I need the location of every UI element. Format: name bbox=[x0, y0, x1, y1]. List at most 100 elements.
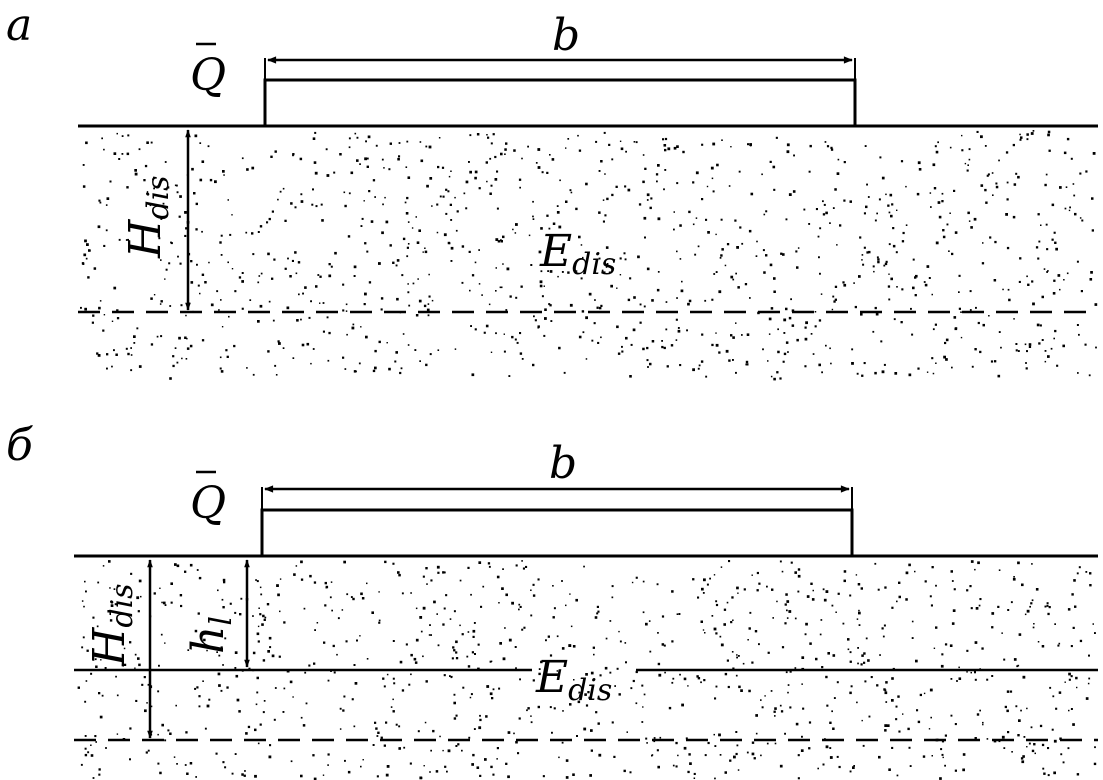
stipple-dot bbox=[452, 646, 455, 649]
stipple-dot bbox=[502, 568, 504, 570]
stipple-dot bbox=[491, 697, 494, 700]
stipple-dot bbox=[445, 594, 448, 597]
stipple-dot bbox=[891, 746, 894, 749]
stipple-dot bbox=[591, 339, 594, 342]
stipple-dot bbox=[980, 135, 983, 139]
stipple-dot bbox=[933, 187, 937, 190]
stipple-dot bbox=[1005, 151, 1009, 154]
stipple-dot bbox=[917, 367, 920, 370]
stipple-dot bbox=[796, 266, 799, 269]
stipple-dot bbox=[578, 335, 582, 339]
stipple-dot bbox=[283, 621, 286, 624]
stipple-dot bbox=[738, 170, 741, 173]
stipple-dot bbox=[482, 585, 485, 588]
stipple-dot bbox=[787, 351, 789, 353]
stipple-dot bbox=[1031, 599, 1034, 602]
stipple-dot bbox=[657, 164, 660, 167]
stipple-dot bbox=[785, 307, 788, 311]
stipple-dot bbox=[263, 700, 266, 702]
stipple-dot bbox=[195, 228, 198, 231]
stipple-dot bbox=[273, 718, 276, 721]
stipple-dot bbox=[407, 344, 410, 346]
stipple-dot bbox=[262, 614, 265, 618]
stipple-dot bbox=[573, 679, 575, 681]
stipple-dot bbox=[930, 206, 932, 208]
stipple-dot bbox=[344, 204, 347, 208]
stipple-dot bbox=[1047, 774, 1050, 777]
stipple-dot bbox=[639, 321, 642, 324]
stipple-dot bbox=[898, 595, 901, 599]
stipple-dot bbox=[96, 352, 99, 355]
stipple-dot bbox=[861, 254, 864, 256]
stipple-dot bbox=[478, 283, 481, 285]
stipple-dot bbox=[220, 689, 223, 692]
stipple-dot bbox=[814, 325, 817, 328]
stipple-dot bbox=[572, 773, 575, 776]
stipple-dot bbox=[521, 628, 524, 631]
stipple-dot bbox=[797, 754, 800, 757]
stipple-dot bbox=[339, 707, 342, 710]
stipple-dot bbox=[781, 570, 784, 573]
stipple-dot bbox=[1000, 346, 1002, 349]
stipple-dot bbox=[528, 234, 531, 237]
stipple-dot bbox=[153, 294, 156, 296]
stipple-dot bbox=[626, 731, 628, 733]
stipple-dot bbox=[944, 764, 946, 767]
stipple-dot bbox=[928, 728, 931, 730]
stipple-dot bbox=[1017, 561, 1020, 565]
stipple-dot bbox=[257, 281, 260, 284]
stipple-dot bbox=[783, 318, 787, 322]
stipple-dot bbox=[723, 608, 727, 611]
stipple-dot bbox=[1070, 645, 1073, 648]
stipple-dot bbox=[702, 592, 705, 594]
stipple-dot bbox=[453, 701, 456, 705]
stipple-dot bbox=[540, 270, 543, 273]
stipple-dot bbox=[755, 714, 758, 717]
stipple-dot bbox=[471, 373, 475, 377]
stipple-dot bbox=[221, 598, 224, 601]
stipple-dot bbox=[834, 298, 837, 301]
stipple-dot bbox=[150, 141, 153, 144]
stipple-dot bbox=[181, 357, 183, 360]
stipple-dot bbox=[685, 737, 688, 740]
stipple-dot bbox=[677, 327, 680, 329]
stipple-dot bbox=[598, 753, 602, 757]
stipple-dot bbox=[825, 211, 828, 215]
stipple-dot bbox=[859, 236, 862, 239]
stipple-dot bbox=[196, 263, 198, 266]
stipple-dot bbox=[849, 691, 852, 695]
stipple-dot bbox=[756, 589, 759, 592]
stipple-dot bbox=[368, 190, 371, 193]
stipple-dot bbox=[780, 710, 784, 713]
stipple-dot bbox=[934, 323, 937, 326]
stipple-dot bbox=[392, 562, 395, 565]
stipple-dot bbox=[353, 370, 357, 373]
stipple-dot bbox=[365, 140, 367, 143]
stipple-dot bbox=[891, 699, 894, 702]
stipple-dot bbox=[611, 585, 614, 588]
stipple-dot bbox=[664, 169, 667, 171]
stipple-dot bbox=[120, 612, 124, 615]
stipple-dot bbox=[426, 308, 430, 312]
stipple-dot bbox=[740, 689, 743, 692]
stipple-dot bbox=[164, 604, 167, 606]
stipple-dot bbox=[306, 342, 310, 346]
stipple-dot bbox=[1017, 175, 1020, 179]
stipple-dot bbox=[721, 139, 723, 141]
stipple-dot bbox=[218, 654, 221, 657]
stipple-dot bbox=[251, 166, 255, 170]
stipple-dot bbox=[82, 164, 85, 166]
stipple-dot bbox=[1033, 623, 1035, 625]
stipple-dot bbox=[814, 311, 817, 313]
stipple-dot bbox=[735, 674, 738, 677]
stipple-dot bbox=[1070, 675, 1073, 678]
stipple-dot bbox=[715, 632, 718, 635]
stipple-dot bbox=[206, 704, 210, 708]
stipple-dot bbox=[363, 200, 365, 202]
stipple-dot bbox=[790, 561, 793, 564]
stipple-dot bbox=[656, 180, 658, 183]
stipple-dot bbox=[165, 268, 168, 271]
stipple-dot bbox=[1006, 690, 1010, 693]
stipple-dot bbox=[700, 681, 702, 684]
stipple-dot bbox=[565, 147, 567, 149]
